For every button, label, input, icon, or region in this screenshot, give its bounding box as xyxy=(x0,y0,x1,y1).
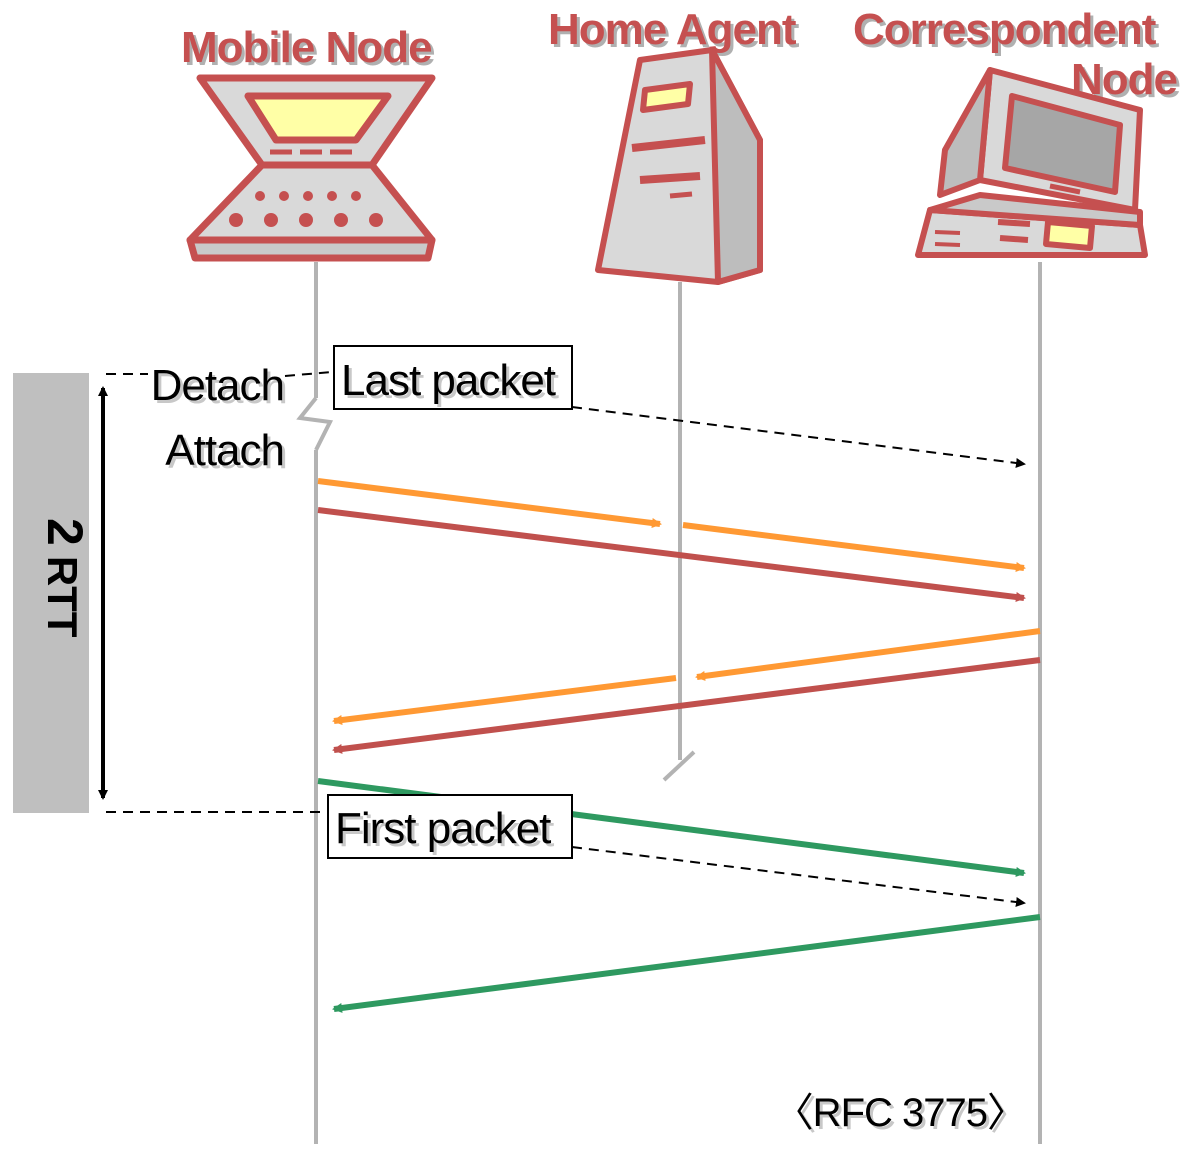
svg-text:Correspondent: Correspondent xyxy=(853,5,1157,54)
orange-arrow-cn-to-ha xyxy=(695,628,1041,681)
svg-text:Last packet: Last packet xyxy=(344,359,559,408)
svg-text:Last packet: Last packet xyxy=(341,356,556,405)
detach-label: Detach Detach xyxy=(151,361,288,413)
svg-text:Correspondent: Correspondent xyxy=(856,8,1160,57)
svg-text:Mobile Node: Mobile Node xyxy=(181,23,432,72)
green-arrow-cn-to-mn xyxy=(332,914,1041,1013)
first-packet-arrow xyxy=(571,846,1026,907)
first-packet-box: First packet First packet xyxy=(327,794,573,859)
mobile-node-lifeline xyxy=(296,262,334,1144)
rfc-reference: 〈RFC 3775〉 〈RFC 3775〉 xyxy=(774,1091,1030,1138)
svg-text:Mobile Node: Mobile Node xyxy=(184,26,435,75)
svg-text:〈RFC 3775〉: 〈RFC 3775〉 xyxy=(777,1094,1029,1138)
attach-label: Attach Attach xyxy=(165,426,288,478)
orange-arrow-mn-to-ha xyxy=(317,478,662,528)
orange-arrow-ha-to-mn xyxy=(332,675,677,725)
svg-text:Detach: Detach xyxy=(151,361,284,410)
svg-text:First packet: First packet xyxy=(335,804,551,853)
svg-text:Home Agent: Home Agent xyxy=(548,5,797,54)
red-arrow-cn-to-mn xyxy=(332,657,1041,754)
svg-text:Attach: Attach xyxy=(165,426,284,475)
desktop-icon xyxy=(915,67,1148,258)
home-agent-lifeline xyxy=(662,282,696,782)
svg-text:Detach: Detach xyxy=(154,364,287,413)
detach-dash xyxy=(284,371,333,377)
red-arrow-mn-to-cn xyxy=(317,507,1026,602)
server-icon xyxy=(595,47,763,285)
svg-text:First packet: First packet xyxy=(338,807,554,856)
rtt-label: 2RTT xyxy=(37,518,93,638)
last-packet-arrow xyxy=(571,406,1026,468)
orange-arrow-ha-to-cn xyxy=(682,522,1026,572)
svg-text:Home Agent: Home Agent xyxy=(551,8,800,57)
svg-text:Attach: Attach xyxy=(168,429,287,478)
laptop-icon xyxy=(186,74,436,262)
mobile-node-title: Mobile Node Mobile Node xyxy=(181,23,436,75)
svg-text:〈RFC 3775〉: 〈RFC 3775〉 xyxy=(774,1091,1026,1135)
rtt-bar xyxy=(13,373,89,813)
home-agent-title: Home Agent Home Agent xyxy=(548,5,801,57)
last-packet-box: Last packet Last packet xyxy=(333,345,573,410)
